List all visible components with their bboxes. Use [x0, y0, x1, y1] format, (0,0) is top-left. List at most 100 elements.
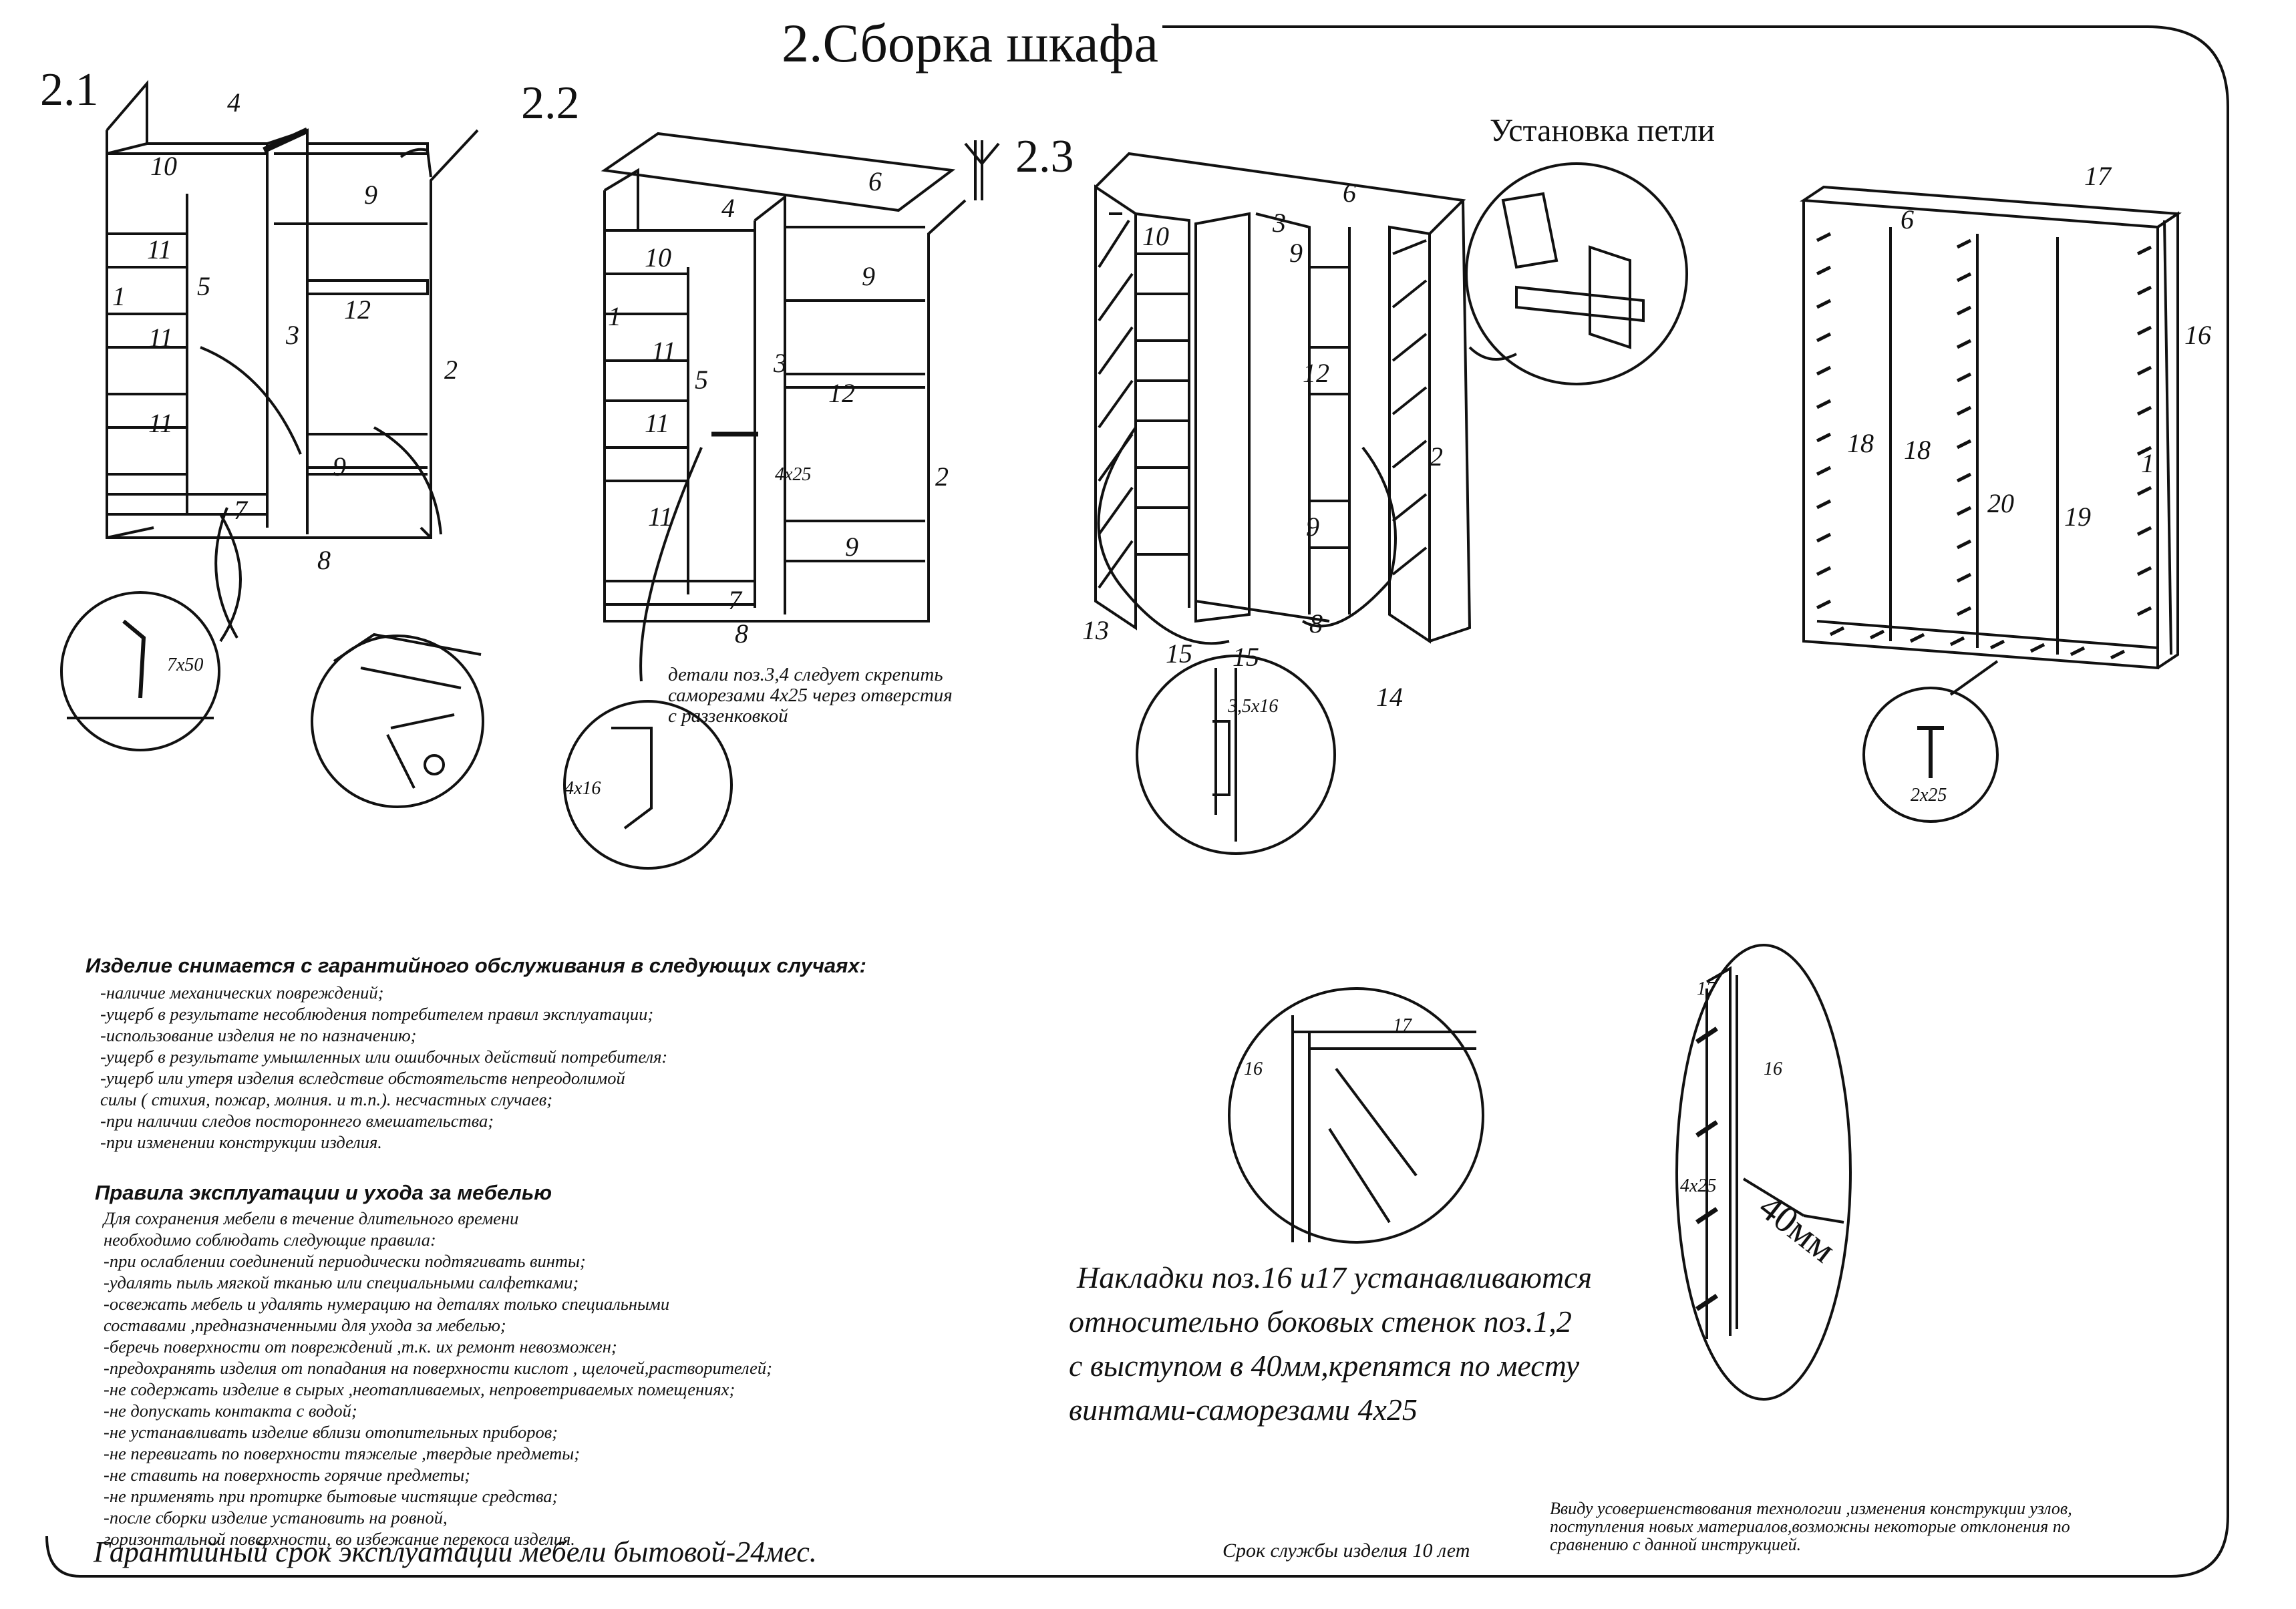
part-label: 5 [197, 271, 210, 301]
part-label: 19 [2064, 502, 2091, 532]
part-label: 4 [227, 87, 240, 118]
fig-2-3-doors [1094, 152, 1517, 645]
disclaimer-line: поступления новых материалов,возможны не… [1550, 1517, 2070, 1536]
part-label: 10 [1142, 221, 1169, 251]
fig-4-nails [1816, 232, 2152, 660]
care-item: -беречь поверхности от повреждений ,т.к.… [104, 1336, 617, 1357]
part-label: 11 [147, 234, 172, 264]
detail-ellipse-overlay-side [1675, 944, 1852, 1401]
part-label: 3 [286, 320, 299, 350]
part-label: 18 [1847, 428, 1874, 458]
overlay-note-line: винтами-саморезами 4х25 [1069, 1393, 1418, 1427]
warranty-item: -при изменении конструкции изделия. [100, 1132, 382, 1152]
part-label: 9 [333, 452, 346, 482]
screw-size-label: 4x25 [775, 464, 812, 485]
care-item: необходимо соблюдать следующие правила: [104, 1230, 436, 1250]
fig-2-1-carcass [106, 79, 479, 643]
part-label: 12 [1303, 358, 1329, 388]
part-label: 14 [1376, 682, 1403, 712]
part-label: 10 [645, 242, 671, 273]
part-label: 16 [2184, 320, 2211, 350]
screw-size-label: 7x50 [167, 655, 204, 675]
disclaimer-line: Ввиду усовершенствования технологии ,изм… [1550, 1499, 2072, 1518]
warranty-item: -ущерб в результате несоблюдения потреби… [100, 1004, 654, 1024]
care-item: -не устанавливать изделие вблизи отопите… [104, 1422, 558, 1442]
care-heading: Правила эксплуатации и ухода за мебелью [95, 1181, 552, 1204]
warranty-item: -ущерб или утеря изделия вследствие обст… [100, 1068, 625, 1088]
part-label: 16 [1244, 1059, 1263, 1079]
hinge-title: Установка петли [1490, 113, 1715, 148]
part-label: 17 [1697, 978, 1715, 999]
part-label: 12 [344, 295, 371, 325]
detail-circle-bracket [563, 700, 733, 870]
part-label: 16 [1764, 1059, 1782, 1079]
part-label: 10 [150, 151, 177, 181]
guarantee-period: Гарантийный срок эксплуатации мебели быт… [94, 1536, 817, 1568]
care-item: -при ослаблении соединений периодически … [104, 1251, 586, 1271]
care-item: -удалять пыль мягкой тканью или специаль… [104, 1272, 579, 1292]
overlay-note-line: с выступом в 40мм,крепятся по месту [1069, 1349, 1580, 1383]
fig-2-2-carcass [601, 132, 1000, 682]
care-item: -предохранять изделия от попадания на по… [104, 1358, 772, 1378]
warranty-item: -использование изделия не по назначению; [100, 1025, 417, 1045]
part-label: 2 [935, 462, 949, 492]
care-item: -не ставить на поверхность горячие предм… [104, 1465, 470, 1485]
care-item: горизонтальной поверхности, во избежание… [104, 1529, 575, 1549]
care-item: -не применять при протирке бытовые чистя… [104, 1486, 558, 1506]
warranty-heading: Изделие снимается с гарантийного обслужи… [86, 954, 866, 977]
warranty-list: -наличие механических повреждений; -ущер… [100, 982, 667, 1153]
part-label: 7 [728, 585, 742, 615]
hinge-detail-circle [1465, 162, 1688, 385]
page-title: 2.Сборка шкафа [782, 13, 1159, 73]
part-label: 11 [651, 336, 677, 366]
warranty-item: -при наличии следов постороннего вмешате… [100, 1111, 494, 1131]
part-label: 9 [1289, 238, 1303, 268]
part-label: 6 [1343, 178, 1356, 208]
part-label: 9 [1306, 512, 1319, 542]
part-label: 13 [1082, 615, 1109, 645]
warranty-item: -наличие механических повреждений; [100, 982, 384, 1003]
detail-circle-nail [1862, 687, 1999, 823]
part-label: 8 [735, 618, 748, 649]
detail-circle-overlay-top [1228, 987, 1484, 1244]
disclaimer: Ввиду усовершенствования технологии ,изм… [1550, 1499, 2072, 1554]
nail-size-label: 2x25 [1911, 785, 1947, 806]
detail-circle-screw [60, 591, 220, 751]
part-label: 8 [1309, 608, 1323, 639]
part-label: 15 [1233, 642, 1259, 672]
disclaimer-line: сравнению с данной инструкцией. [1550, 1535, 1802, 1554]
part-label: 5 [695, 365, 708, 395]
part-label: 11 [148, 323, 174, 353]
care-item: Для сохранения мебели в течение длительн… [104, 1208, 519, 1228]
part-label: 2 [444, 355, 458, 385]
service-life: Срок службы изделия 10 лет [1222, 1540, 1470, 1562]
detail-circle-cam [311, 635, 484, 808]
care-item: -не допускать контакта с водой; [104, 1401, 357, 1421]
part-label: 15 [1166, 639, 1192, 669]
part-label: 1 [608, 301, 621, 331]
bracket-screw-label: 4x16 [564, 778, 601, 799]
step-2-2-label: 2.2 [521, 77, 580, 129]
step-2-3-label: 2.3 [1015, 131, 1074, 182]
part-label: 7 [234, 495, 247, 525]
warranty-item: -ущерб в результате умышленных или ошибо… [100, 1047, 668, 1067]
part-label: 20 [1987, 488, 2014, 518]
screw-size-label: 4x25 [1680, 1176, 1717, 1196]
care-item: составами ,предназначенными для ухода за… [104, 1315, 506, 1335]
care-list: Для сохранения мебели в течение длительн… [104, 1208, 772, 1550]
part-label: 8 [317, 545, 331, 575]
part-label: 11 [148, 408, 174, 438]
assembly-note: детали поз.3,4 следует скрепить самореза… [668, 664, 953, 727]
care-item: -освежать мебель и удалять нумерацию на … [104, 1294, 670, 1314]
part-label: 17 [2084, 161, 2111, 191]
care-item: -не перевигать по поверхности тяжелые ,т… [104, 1443, 581, 1463]
overlay-note: Накладки поз.16 и17 устанавливаются отно… [1069, 1256, 1592, 1432]
detail-circle-door-edge [1136, 655, 1336, 855]
part-label: 2 [1430, 441, 1443, 472]
part-label: 11 [645, 408, 670, 438]
part-label: 4 [721, 193, 735, 223]
part-label: 17 [1393, 1015, 1412, 1036]
overlay-note-line: Накладки поз.16 и17 устанавливаются [1077, 1260, 1592, 1294]
